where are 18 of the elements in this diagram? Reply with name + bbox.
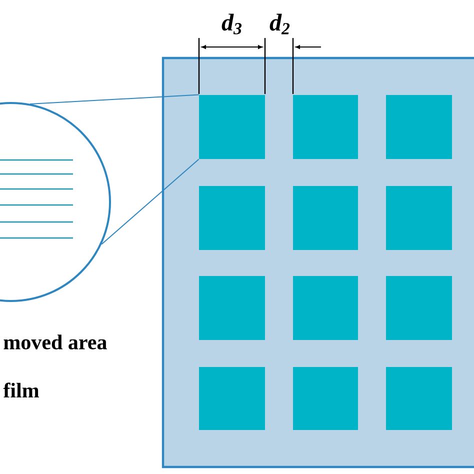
- square-pad: [293, 276, 358, 340]
- caption-text: film: [3, 382, 39, 398]
- square-pad: [199, 276, 265, 340]
- leader-line: [30, 94, 200, 104]
- square-pad: [386, 95, 452, 159]
- square-pad: [199, 186, 265, 250]
- square-pad: [386, 276, 452, 340]
- dimension-label: d$_{2}$: [270, 14, 290, 34]
- caption-text: moved area: [4, 334, 107, 350]
- square-pad: [199, 95, 265, 159]
- square-pad: [293, 95, 358, 159]
- square-pad: [293, 367, 358, 430]
- square-pad: [293, 186, 358, 250]
- square-pad: [386, 186, 452, 250]
- dimension-label: d$_{3}$: [222, 14, 242, 34]
- leader-line: [101, 158, 200, 245]
- square-pad: [386, 367, 452, 430]
- square-pad: [199, 367, 265, 430]
